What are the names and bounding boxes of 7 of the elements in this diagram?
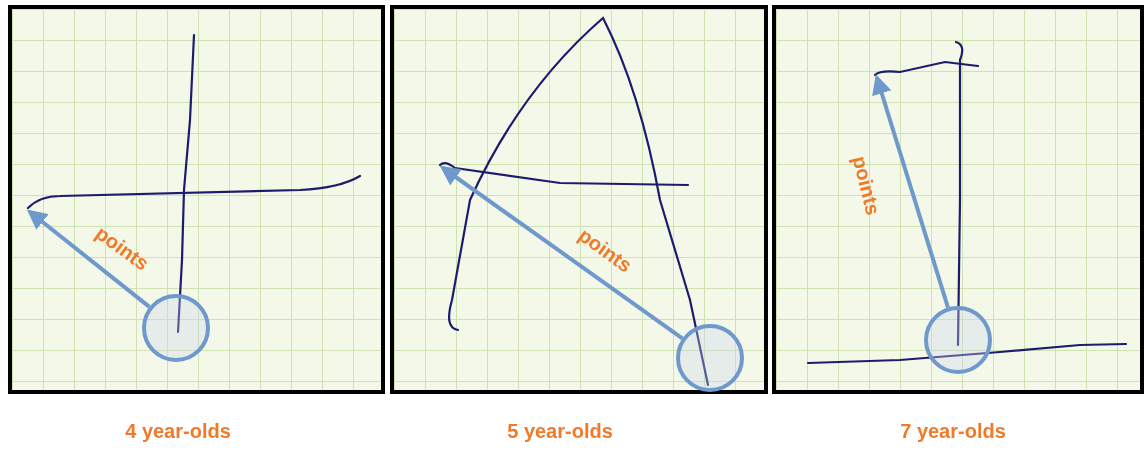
arrow: [26, 209, 151, 309]
age-caption: 7 year-olds: [900, 420, 1006, 443]
arrow: [439, 165, 684, 340]
age-caption: 4 year-olds: [125, 420, 231, 443]
edge-label: points: [847, 153, 885, 217]
age-caption: 5 year-olds: [507, 420, 613, 443]
arrow: [872, 74, 950, 309]
